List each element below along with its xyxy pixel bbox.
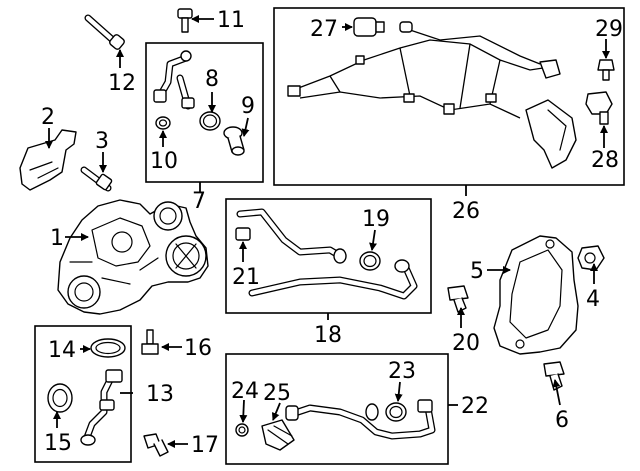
bolt-6 bbox=[543, 361, 565, 391]
callout-17: 17 bbox=[191, 433, 219, 458]
callout-20: 20 bbox=[452, 331, 480, 356]
turbocharger-1 bbox=[57, 199, 209, 315]
callout-21: 21 bbox=[232, 265, 260, 290]
washer-15 bbox=[47, 383, 73, 413]
sensor-28 bbox=[585, 91, 613, 125]
stud-3 bbox=[80, 166, 113, 192]
callout-3: 3 bbox=[95, 129, 109, 154]
callout-18: 18 bbox=[314, 323, 342, 348]
o-ring-19 bbox=[359, 251, 381, 271]
bolt-16 bbox=[141, 329, 159, 355]
leader-lines bbox=[45, 15, 610, 448]
callout-11: 11 bbox=[217, 8, 245, 33]
group-box-22 bbox=[225, 353, 449, 465]
sensor-27 bbox=[353, 17, 385, 37]
callout-14: 14 bbox=[48, 338, 76, 363]
connector-25 bbox=[261, 419, 295, 451]
bolt-17 bbox=[143, 433, 169, 457]
bolt-20 bbox=[447, 285, 469, 313]
callout-6: 6 bbox=[555, 408, 569, 433]
callout-16: 16 bbox=[184, 336, 212, 361]
group-box-26 bbox=[273, 7, 625, 186]
o-ring-23 bbox=[385, 402, 407, 422]
callout-25: 25 bbox=[263, 381, 291, 406]
callout-10: 10 bbox=[150, 149, 178, 174]
callout-27: 27 bbox=[310, 17, 338, 42]
group-box-7 bbox=[145, 42, 264, 183]
heat-shield-5 bbox=[493, 235, 579, 355]
oil-feed-line-group-7 bbox=[153, 50, 195, 110]
callout-13: 13 bbox=[146, 382, 174, 407]
oil-return-line-13 bbox=[80, 369, 123, 446]
callout-22: 22 bbox=[461, 394, 489, 419]
callout-9: 9 bbox=[241, 94, 255, 119]
callout-12: 12 bbox=[108, 71, 136, 96]
coolant-tube-21 bbox=[235, 208, 347, 264]
callout-29: 29 bbox=[595, 17, 623, 42]
nut-4 bbox=[577, 245, 605, 271]
wiring-harness-26 bbox=[287, 21, 577, 169]
callout-5: 5 bbox=[470, 259, 484, 284]
bolt-11 bbox=[177, 8, 193, 33]
callout-4: 4 bbox=[586, 287, 600, 312]
callout-19: 19 bbox=[362, 207, 390, 232]
washer-10 bbox=[155, 116, 171, 130]
group-box-13 bbox=[34, 325, 132, 463]
clip-24 bbox=[235, 423, 249, 437]
coolant-tube-18 bbox=[248, 259, 418, 300]
callout-1: 1 bbox=[50, 226, 64, 251]
callout-8: 8 bbox=[205, 67, 219, 92]
callout-2: 2 bbox=[41, 105, 55, 130]
bracket-2 bbox=[19, 129, 77, 191]
bolt-12 bbox=[84, 14, 125, 50]
callout-7: 7 bbox=[192, 189, 206, 214]
callout-24: 24 bbox=[231, 379, 259, 404]
callout-23: 23 bbox=[388, 359, 416, 384]
callout-26: 26 bbox=[452, 199, 480, 224]
callout-15: 15 bbox=[44, 431, 72, 456]
bolt-9 bbox=[223, 126, 245, 156]
bolt-29 bbox=[597, 59, 615, 81]
callout-28: 28 bbox=[591, 148, 619, 173]
callout-labels: 1 2 3 4 5 6 7 8 9 10 11 12 13 14 15 16 1… bbox=[41, 8, 623, 458]
coolant-tube-22 bbox=[285, 399, 436, 440]
